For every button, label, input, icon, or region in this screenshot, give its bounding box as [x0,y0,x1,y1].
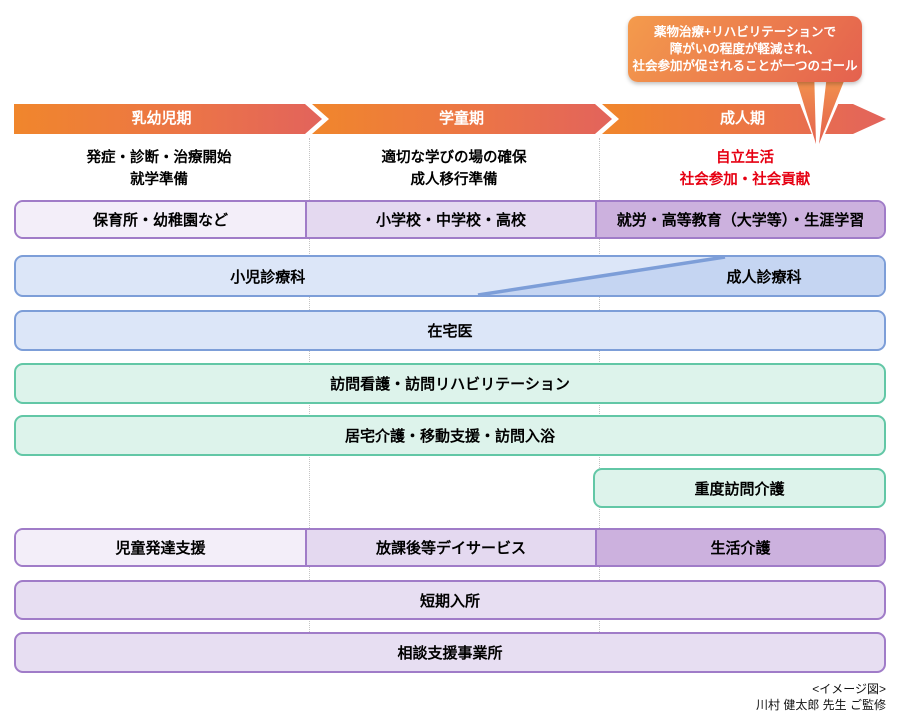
callout-line: 障がいの程度が軽減され、 [669,41,821,56]
footer-supervisor-credit: 川村 健太郎 先生 ご監修 [755,698,886,712]
label-pediatric-clinic: 小児診療科 [230,268,306,286]
column-guide-dotted-line [599,138,600,670]
footer-credit: <イメージ図> 川村 健太郎 先生 ご監修 [756,681,886,713]
row-home-doctor: 在宅医 [14,310,886,351]
stage-label-infancy: 乳幼児期 [131,110,192,127]
row-consultation-support: 相談支援事業所 [14,632,886,673]
row-severe-visiting-care: 重度訪問介護 [593,468,886,508]
footer-image-note: <イメージ図> [812,682,886,696]
stage-description-adult-goal: 自立生活 社会参加・社会貢献 [679,150,811,188]
label-adult-clinic: 成人診療科 [726,268,802,286]
stage-description-school-age: 適切な学びの場の確保 成人移行準備 [381,150,527,188]
cell-after-school-day-service: 放課後等デイサービス [305,530,595,565]
column-guide-dotted-line [309,138,310,670]
goal-callout-bubble: 薬物治療+リハビリテーションで 障がいの程度が軽減され、 社会参加が促されること… [628,16,862,82]
cell-employment-higher-education: 就労・高等教育（大学等）・生涯学習 [595,202,884,237]
arrow-segment-infancy [14,104,322,134]
row-visiting-nursing: 訪問看護・訪問リハビリテーション [14,363,886,404]
row-clinic-transition: 小児診療科 成人診療科 [14,255,886,297]
cell-child-development-support: 児童発達支援 [16,530,305,565]
row-short-stay: 短期入所 [14,580,886,620]
callout-tail [786,66,854,150]
row-education: 保育所・幼稚園など 小学校・中学校・高校 就労・高等教育（大学等）・生涯学習 [14,200,886,239]
row-home-care: 居宅介護・移動支援・訪問入浴 [14,415,886,456]
cell-elementary-junior-high: 小学校・中学校・高校 [305,202,595,237]
clinic-transition-wedge [477,257,884,295]
cell-life-care: 生活介護 [595,530,884,565]
callout-line: 社会参加が促されることが一つのゴール [632,58,858,73]
cell-nursery-kindergarten: 保育所・幼稚園など [16,202,305,237]
row-day-services: 児童発達支援 放課後等デイサービス 生活介護 [14,528,886,567]
stage-label-school-age: 学童期 [438,110,484,127]
callout-line: 薬物治療+リハビリテーションで [653,24,837,39]
stage-label-adult: 成人期 [719,110,765,127]
arrow-segment-school-age [312,104,612,134]
stage-description-infancy: 発症・診断・治療開始 就学準備 [86,150,232,188]
